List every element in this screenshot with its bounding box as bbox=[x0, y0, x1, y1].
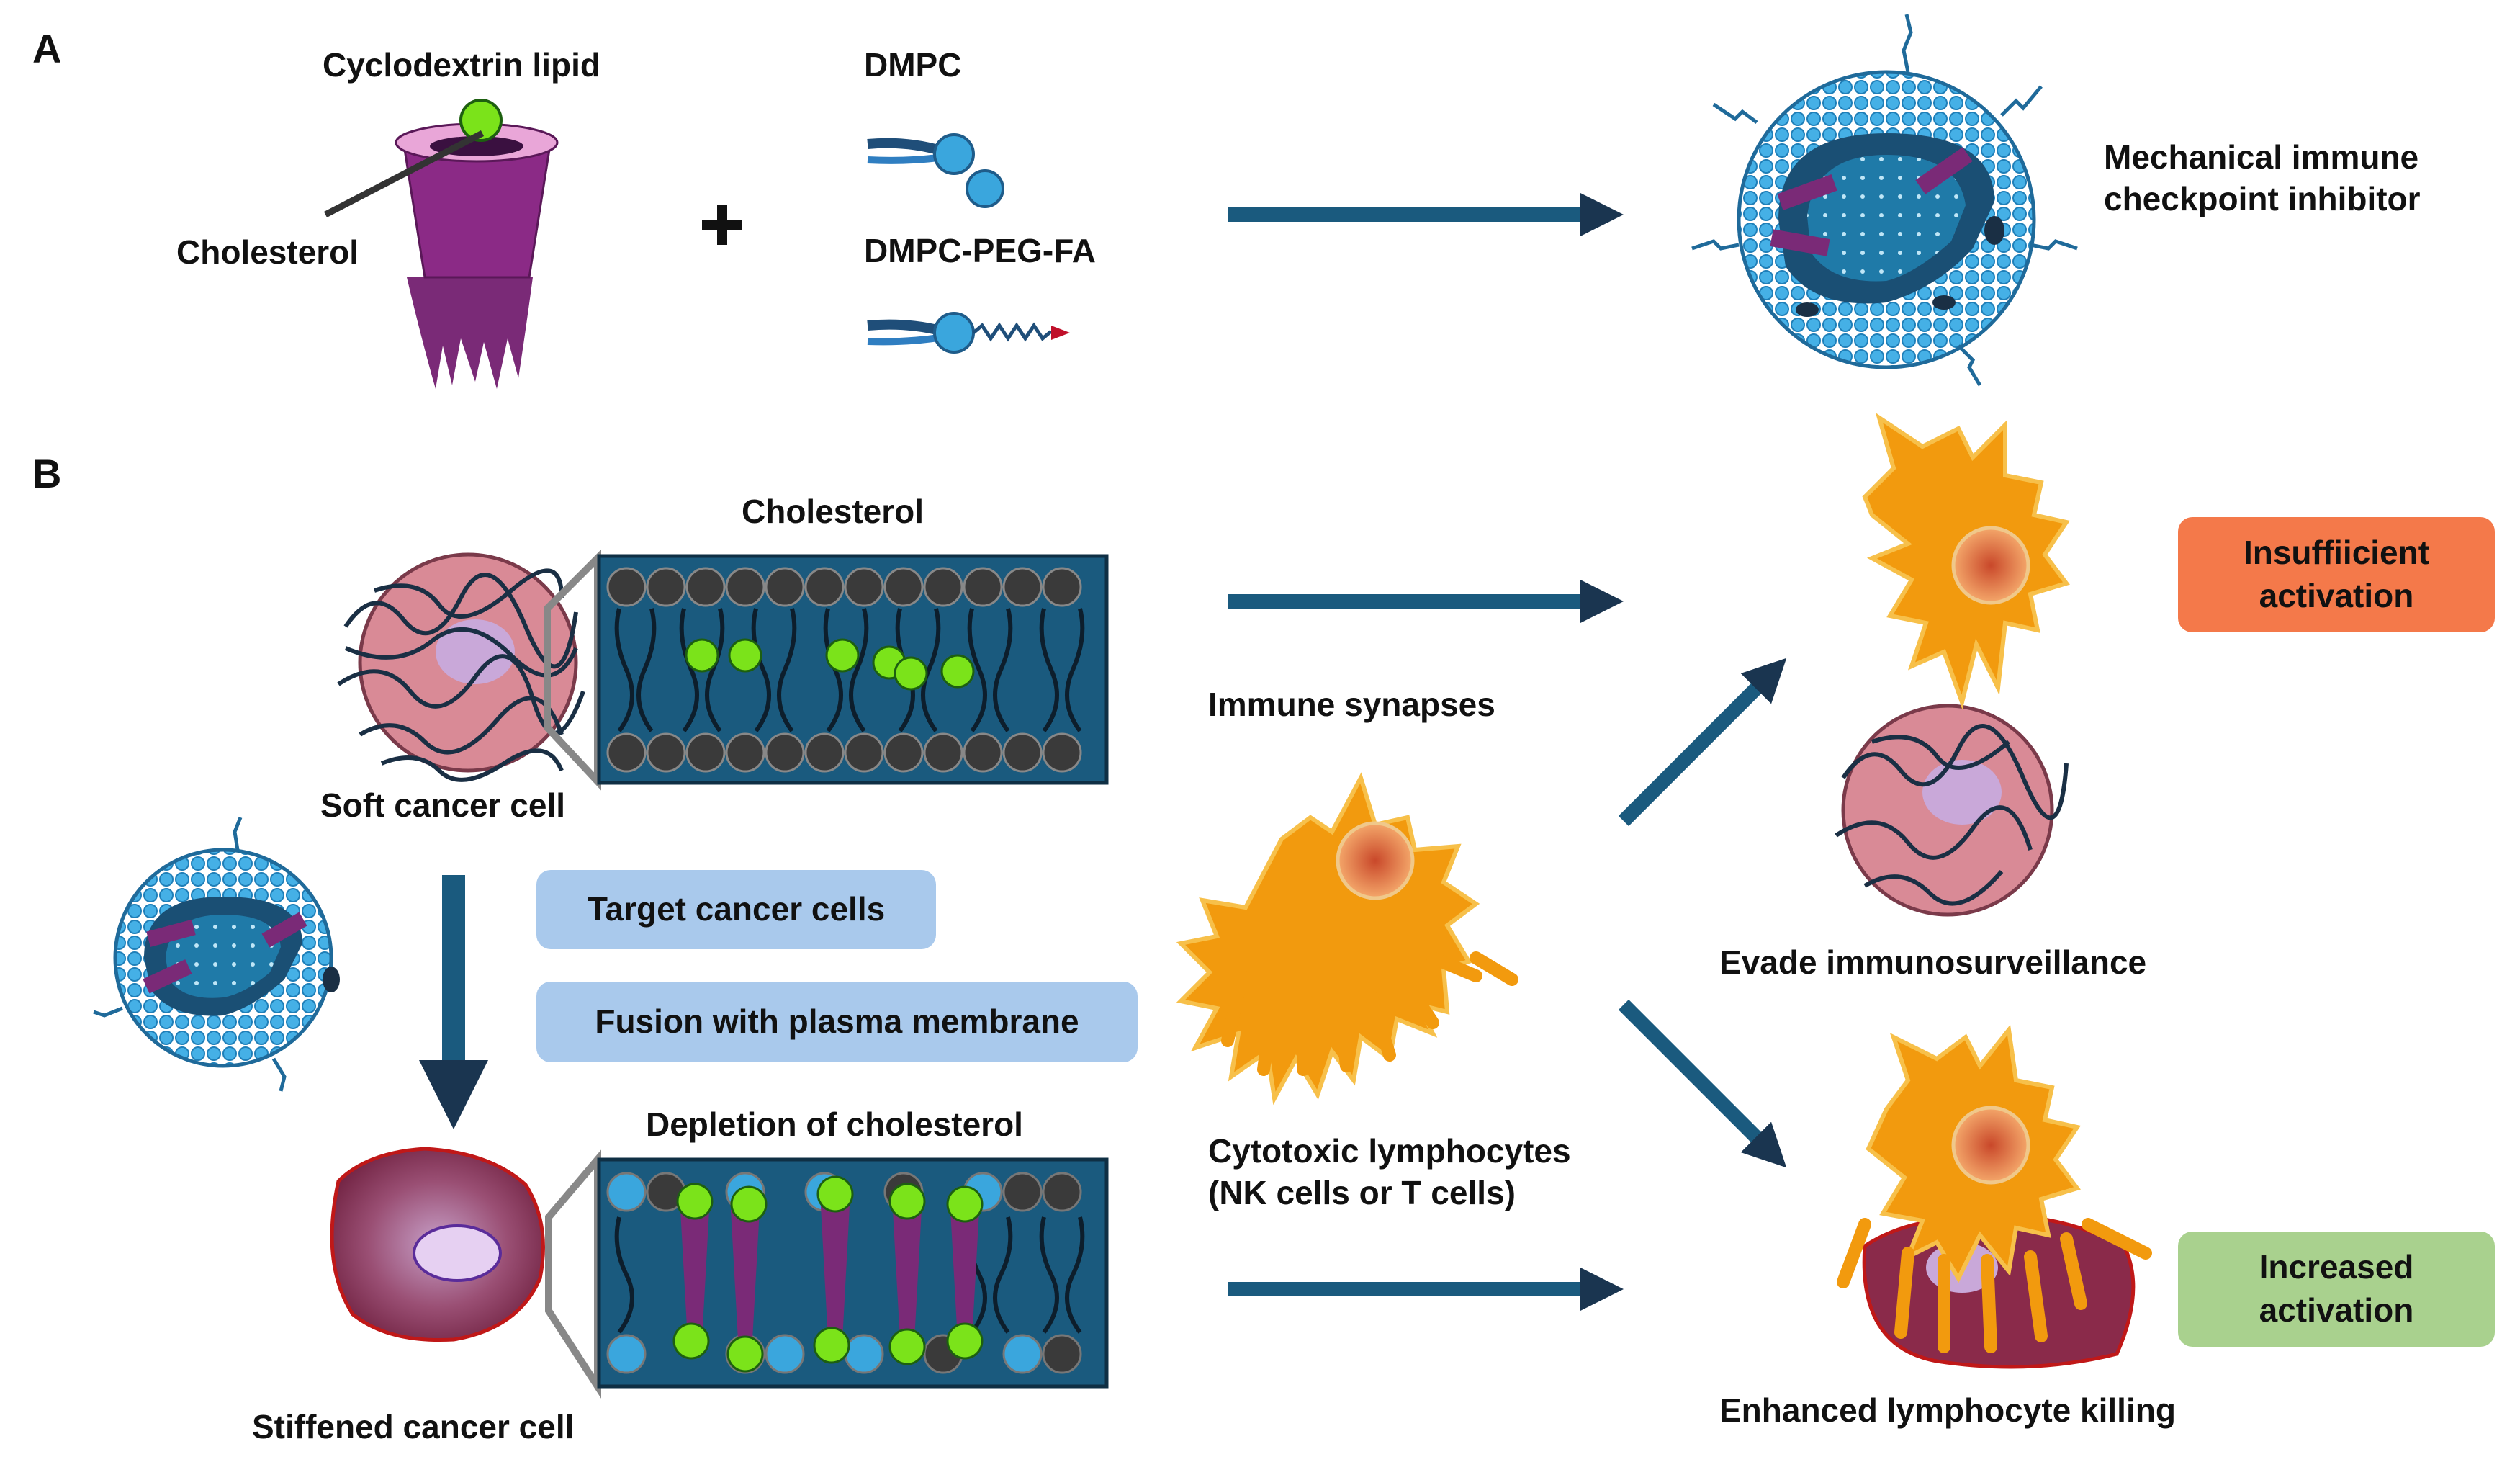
membrane-box-depleted bbox=[597, 1157, 1109, 1389]
dmpc-lipid-icon bbox=[867, 133, 1004, 208]
soft-cell-label: Soft cancer cell bbox=[320, 786, 566, 824]
depletion-label: Depletion of cholesterol bbox=[646, 1106, 1023, 1143]
zoom-connector-bottom bbox=[545, 1149, 601, 1399]
plus-sign bbox=[702, 205, 742, 245]
evade-label: Evade immunosurveillance bbox=[1719, 943, 2147, 981]
liposome-inhibitor-icon bbox=[1691, 14, 2078, 387]
enhanced-killing-label: Enhanced lymphocyte killing bbox=[1719, 1391, 2176, 1429]
membrane-box-cholesterol bbox=[597, 554, 1109, 785]
panel-b-letter: B bbox=[32, 451, 62, 496]
product-label-line2: checkpoint inhibitor bbox=[2104, 179, 2421, 217]
stiffened-cancer-cell-icon bbox=[330, 1147, 545, 1342]
panel-a-letter: A bbox=[32, 26, 62, 71]
cholesterol-label-a: Cholesterol bbox=[176, 233, 359, 271]
increased-activation-box: Increased activation bbox=[2178, 1232, 2495, 1347]
insufficient-line1: Insuffiicient bbox=[2243, 534, 2430, 572]
cytotoxic-lymphocyte-icon bbox=[1176, 772, 1518, 1106]
cyclodextrin-label: Cyclodextrin lipid bbox=[323, 46, 600, 84]
cholesterol-pointer bbox=[323, 130, 485, 217]
stiffened-label: Stiffened cancer cell bbox=[252, 1408, 575, 1445]
evading-cell-icon bbox=[1835, 412, 2070, 917]
lymphocyte-label: Cytotoxic lymphocytes (NK cells or T cel… bbox=[1208, 1131, 1571, 1214]
arrow-to-killing bbox=[1618, 999, 1787, 1168]
dmpc-label: DMPC bbox=[864, 46, 962, 84]
cyclodextrin-lipid-icon bbox=[395, 99, 559, 389]
lymphocyte-label-line2: (NK cells or T cells) bbox=[1208, 1173, 1516, 1211]
liposome-small-icon bbox=[93, 817, 340, 1092]
insufficient-activation-box: Insuffiicient activation bbox=[2178, 517, 2495, 632]
arrow-to-evade bbox=[1618, 658, 1787, 827]
killing-cell-icon bbox=[1837, 1024, 2152, 1369]
immune-synapses-label: Immune synapses bbox=[1208, 686, 1495, 723]
increased-line2: activation bbox=[2259, 1291, 2414, 1329]
fusion-box: Fusion with plasma membrane bbox=[536, 982, 1138, 1062]
lymphocyte-label-line1: Cytotoxic lymphocytes bbox=[1208, 1132, 1571, 1170]
product-label: Mechanical immune checkpoint inhibitor bbox=[2104, 137, 2421, 220]
insufficient-line2: activation bbox=[2259, 577, 2414, 614]
soft-cancer-cell-icon bbox=[337, 552, 585, 782]
increased-line1: Increased bbox=[2259, 1248, 2414, 1286]
cholesterol-label-b: Cholesterol bbox=[742, 493, 924, 530]
product-label-line1: Mechanical immune bbox=[2104, 138, 2419, 176]
target-cells-box: Target cancer cells bbox=[536, 870, 936, 949]
dmpc-peg-fa-lipid-icon bbox=[867, 312, 1070, 354]
dmpc-peg-fa-label: DMPC-PEG-FA bbox=[864, 232, 1096, 269]
